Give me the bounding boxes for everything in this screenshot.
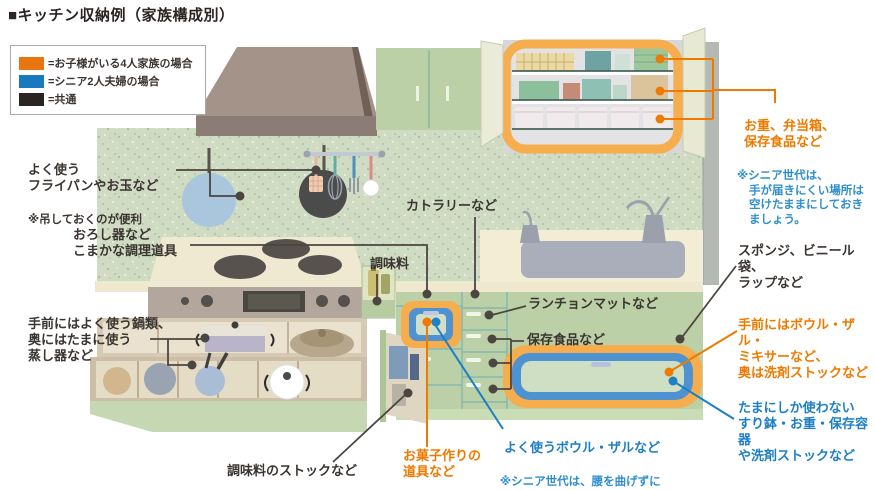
label-hanging-pans: よく使う フライパンやお玉など ※吊しておくのが便利 (28, 162, 159, 226)
leader-lines-blue (435, 325, 735, 430)
label-seasoning: 調味料 (370, 256, 410, 271)
legend-swatch-blue (19, 74, 44, 88)
upper-cabinet (376, 48, 481, 130)
fork-icon (349, 156, 359, 194)
label-jubako-bento: お重、弁当箱、 保存食品など ※シニア世代は、 手が届きにくい場所は 空けたまま… (737, 118, 864, 226)
pans-drawer (90, 352, 367, 432)
clay-pot-icon (290, 329, 354, 358)
container-icon (195, 321, 275, 352)
leader-dots (187, 54, 685, 398)
cabinet-door-right (682, 27, 706, 159)
storage-bins (515, 107, 671, 130)
ladle-icon (362, 156, 380, 197)
open-cabinet (480, 27, 706, 159)
legend-item-common: =共通 (19, 90, 205, 108)
label-preserved-food: 保存食品など (527, 332, 606, 347)
soap-dispenser-icon (520, 210, 540, 243)
highlight-big-drawer (503, 345, 702, 408)
leader-lines-common (150, 169, 737, 463)
island-base (90, 401, 367, 432)
whisk-icon (327, 156, 343, 200)
label-bowls-colander: よく使うボウル・ザルなど ※シニア世代は、腰を曲げずに 取り出せるこの位置へ (500, 440, 661, 488)
label-spice-stock: 調味料のストックなど (227, 463, 358, 478)
highlight-small-drawer (401, 301, 461, 348)
leader-lines-orange (426, 58, 776, 447)
faucet-icon (625, 196, 671, 243)
legend-item-family: =お子様がいる4人家族の場合 (19, 54, 205, 72)
stove (148, 237, 367, 318)
label-sweets-tools: お菓子作りの 道具など (403, 448, 482, 479)
highlight-ring-cabinet (501, 39, 683, 154)
legend-item-senior: =シニア2人夫婦の場合 (19, 72, 205, 90)
label-lunch-mat: ランチョンマットなど (528, 296, 659, 311)
range-hood (196, 47, 377, 136)
white-pot-icon (264, 364, 310, 400)
pots-drawer (97, 318, 367, 358)
legend: =お子様がいる4人家族の場合 =シニア2人夫婦の場合 =共通 (10, 45, 206, 115)
cabinet-door-left (480, 40, 504, 148)
legend-swatch-orange (19, 56, 44, 70)
label-bowl-mixer: 手前にはボウル・ザル・ ミキサーなど、 奥は洗剤ストックなど (738, 317, 869, 380)
label-grater-tools: おろし器など こまかな調理道具 (73, 227, 178, 258)
label-mortar-stock: たまにしか使わない すり鉢・お重・保存容器 や洗剤ストックなど (738, 400, 869, 463)
sink (520, 196, 685, 278)
stock-pullout (380, 330, 428, 424)
page-title: ■キッチン収納例（家族構成別） (8, 7, 235, 24)
label-cutlery: カトラリーなど (406, 198, 498, 213)
legend-swatch-dark (19, 92, 44, 106)
label-pots-steamer: 手前にはよく使う鍋類、 奥にはたまに使う 蒸し器など (28, 316, 172, 363)
label-sponge-wrap: スポンジ、ビニール袋、 ラップなど (738, 243, 855, 290)
blue-pan-icon (195, 352, 229, 396)
seasoning-pullout (361, 265, 396, 319)
